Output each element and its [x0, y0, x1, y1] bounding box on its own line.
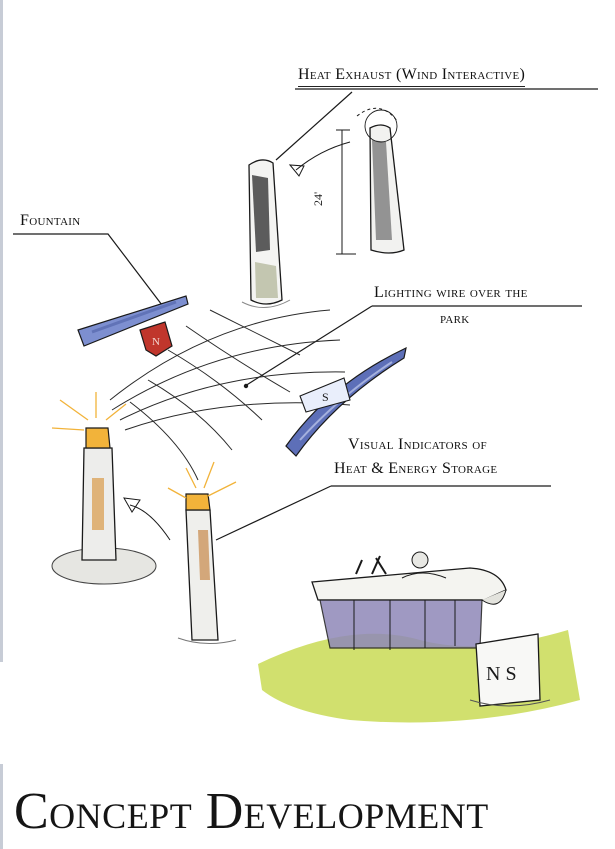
label-fountain: Fountain — [20, 212, 81, 229]
storage-indicator-panel: S — [285, 346, 407, 457]
leader-fountain — [13, 233, 163, 306]
leader-lighting — [244, 305, 373, 387]
heat-exhaust-tower-main — [241, 159, 291, 308]
page-edge-rule — [0, 0, 3, 662]
page-title: Concept Development — [14, 783, 489, 840]
fountain-letter: N — [152, 336, 160, 348]
light-tower-left — [51, 392, 157, 585]
sign-board: N S — [469, 633, 551, 707]
fountain: N — [77, 295, 189, 357]
label-visual-indicators-2: Heat & Energy Storage — [334, 460, 498, 477]
sign-letters: N S — [486, 663, 517, 685]
leader-indicators — [215, 485, 332, 541]
panel-letter: S — [322, 390, 329, 404]
page-edge-rule-lower — [0, 764, 3, 849]
label-visual-indicators-1: Visual Indicators of — [348, 436, 487, 453]
light-tower-right — [167, 461, 237, 644]
wire-node — [243, 383, 249, 389]
flow-arrow — [123, 497, 171, 541]
label-lighting-wire-1: Lighting wire over the — [374, 284, 528, 301]
leader-heat-exhaust — [275, 91, 353, 161]
heat-exhaust-tower-detail — [288, 107, 405, 255]
dimension-label: 24' — [311, 192, 325, 206]
label-heat-exhaust: Heat Exhaust (Wind Interactive) — [298, 66, 526, 87]
leader-lines — [13, 88, 598, 541]
label-lighting-wire-2: park — [440, 310, 470, 327]
